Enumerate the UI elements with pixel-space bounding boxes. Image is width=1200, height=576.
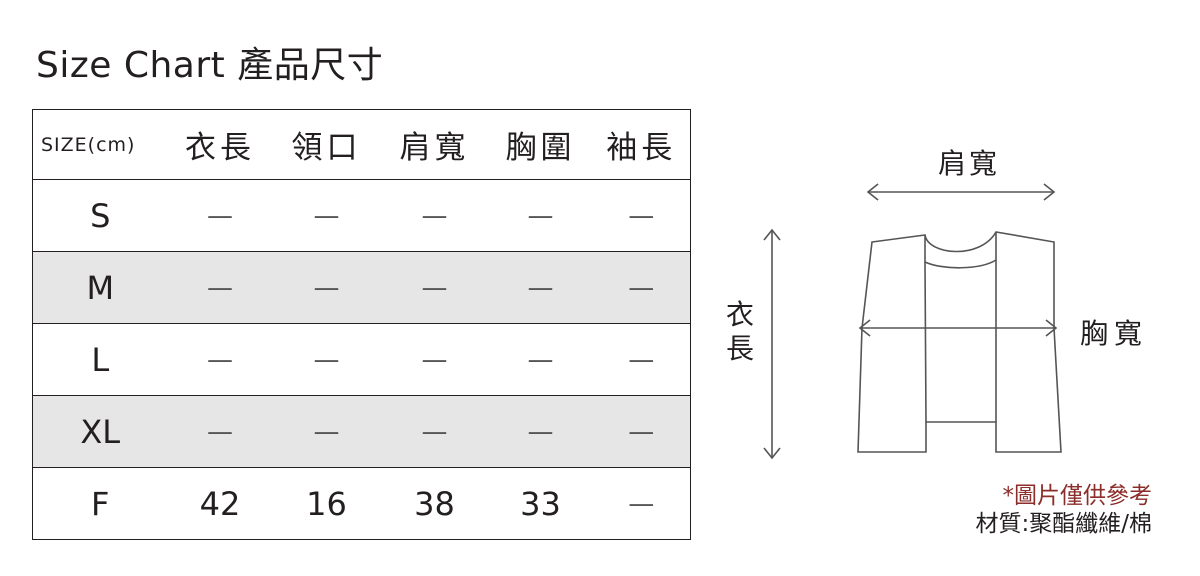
table-cell: — [380,395,489,468]
table-cell: — [167,395,273,468]
table-cell: — [272,251,381,324]
table-cell: — [488,251,593,324]
table-cell: — [380,251,489,324]
header-shoulder: 肩寬 [380,109,489,180]
table-cell: 16 [306,484,347,523]
garment-diagram: 肩寬 胸寬 衣長 [710,120,1190,480]
size-label: F [91,484,110,523]
vest-outline-icon [763,183,1062,460]
table-row: F 42 16 38 33 — [33,468,691,540]
size-label: S [32,179,168,252]
header-length: 衣長 [167,109,273,180]
table-cell: — [167,179,273,252]
chest-width-label: 胸寬 [1080,317,1149,350]
table-cell: — [592,323,691,396]
table-cell: — [167,251,273,324]
table-cell: — [272,179,381,252]
size-label: XL [32,395,168,468]
table-cell: — [488,179,593,252]
shoulder-width-label: 肩寬 [938,147,1001,180]
table-row: L — — — — — [32,323,691,396]
table-header-row: SIZE(cm) 衣長 領口 肩寬 胸圍 袖長 [32,109,691,180]
header-sleeve: 袖長 [592,109,691,180]
table-cell: — [167,323,273,396]
table-cell: — [272,323,381,396]
size-table: SIZE(cm) 衣長 領口 肩寬 胸圍 袖長 S — — — — — M — … [32,109,691,540]
table-row: XL — — — — — [32,395,691,468]
page-title: Size Chart 產品尺寸 [36,45,384,86]
table-row: S — — — — — [32,179,691,252]
table-cell: — [488,323,593,396]
table-cell: 38 [414,484,455,523]
header-size: SIZE(cm) [32,109,168,180]
table-cell: — [272,395,381,468]
table-cell: 42 [199,484,241,523]
header-chest: 胸圍 [488,109,593,180]
table-row: M — — — — — [32,251,691,324]
length-label: 衣長 [726,298,755,365]
notes: *圖片僅供參考 材質:聚酯纖維/棉 [976,482,1153,538]
table-cell: — [380,323,489,396]
table-cell: — [592,395,691,468]
table-cell: — [592,179,691,252]
header-neck: 領口 [272,109,381,180]
table-cell: — [380,179,489,252]
size-label: M [32,251,168,324]
image-disclaimer: *圖片僅供參考 [1002,483,1153,509]
table-cell: — [628,488,655,519]
table-cell: — [592,251,691,324]
table-cell: 33 [520,484,561,523]
material-info: 材質:聚酯纖維/棉 [975,511,1153,537]
size-label: L [32,323,168,396]
table-cell: — [488,395,593,468]
